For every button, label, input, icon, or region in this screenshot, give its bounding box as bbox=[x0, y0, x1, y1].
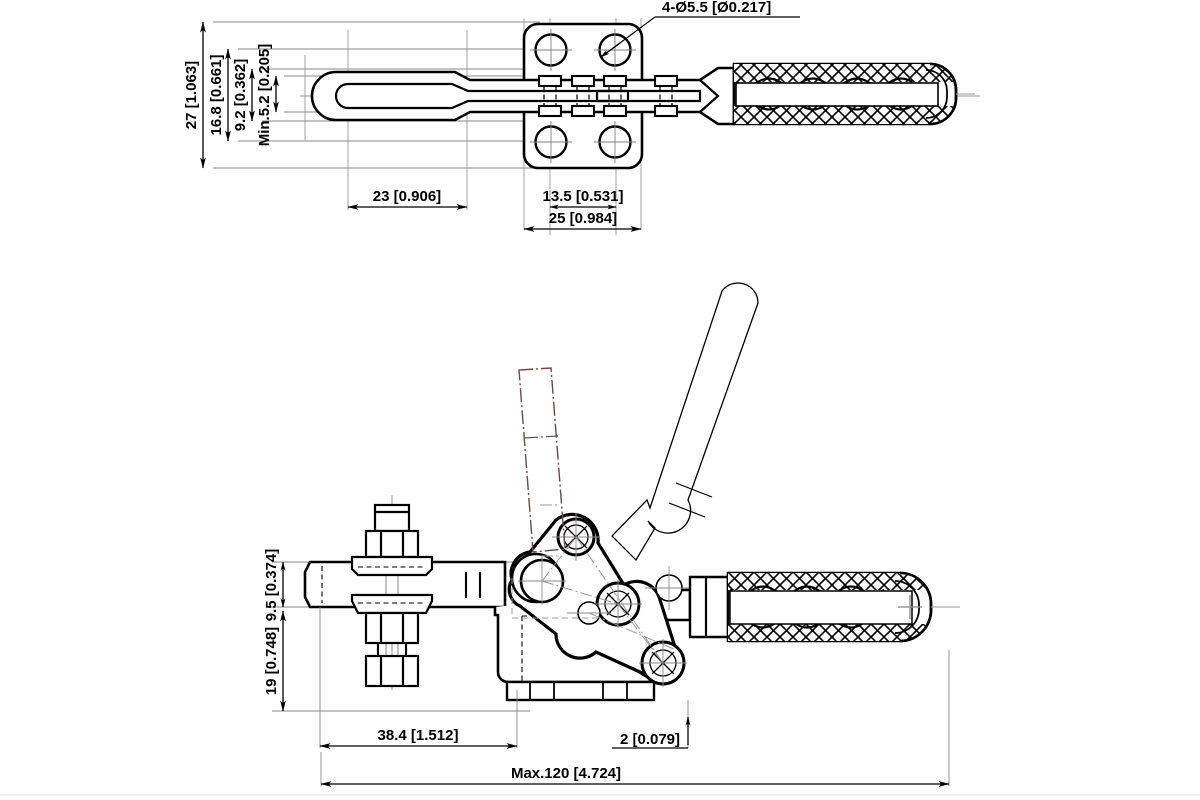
callout-4-holes: 4-Ø5.5 [Ø0.217] bbox=[600, 0, 800, 58]
handle-grip-side bbox=[688, 571, 960, 643]
dimension-23-label: 23 [0.906] bbox=[373, 188, 441, 205]
inner-link-plan bbox=[595, 89, 630, 103]
dimension-2-label: 2 [0.079] bbox=[620, 731, 680, 748]
dimension-max-120: Max.120 [4.724] bbox=[320, 650, 950, 787]
dimension-27: 27 [1.063] bbox=[183, 21, 206, 169]
dimension-38-4-label: 38.4 [1.512] bbox=[378, 727, 459, 744]
handle-open-position bbox=[518, 367, 566, 553]
dimension-2: 2 [0.079] bbox=[612, 700, 691, 749]
dimension-16-8: 16.8 [0.661] bbox=[208, 48, 231, 142]
callout-4-holes-label: 4-Ø5.5 [Ø0.217] bbox=[662, 0, 771, 16]
dimension-16-8-label: 16.8 [0.661] bbox=[208, 55, 225, 136]
dimension-min-5-2: Min.5.2 [0.205] bbox=[256, 44, 279, 147]
dimension-23: 23 [0.906] bbox=[347, 188, 468, 210]
dimension-min-5-2-label: Min.5.2 [0.205] bbox=[256, 44, 273, 147]
dimension-13-5: 13.5 [0.531] bbox=[543, 188, 624, 210]
pin-hidden-lines-plan bbox=[543, 86, 673, 106]
base-plate bbox=[505, 680, 656, 702]
dimension-9-2-label: 9.2 [0.362] bbox=[232, 59, 249, 132]
pivot-pins-plan bbox=[537, 74, 679, 118]
handle-closed-position bbox=[611, 282, 759, 562]
elevation-view: 9.5 [0.374] 19 [0.748] 38.4 [1.512] 2 [0… bbox=[263, 282, 960, 787]
dimension-9-5-label: 9.5 [0.374] bbox=[263, 549, 280, 622]
dimension-max-120-label: Max.120 [4.724] bbox=[511, 765, 621, 782]
linkage-construction-lines bbox=[511, 504, 677, 664]
dimension-27-label: 27 [1.063] bbox=[183, 61, 200, 129]
plan-view: 27 [1.063] 16.8 [0.661] 9.2 [0.362] Min.… bbox=[183, 0, 980, 235]
dimension-13-5-label: 13.5 [0.531] bbox=[543, 188, 624, 205]
dimension-9-5: 9.5 [0.374] bbox=[263, 549, 286, 622]
dimension-19-label: 19 [0.748] bbox=[263, 627, 280, 695]
dimension-9-2: 9.2 [0.362] bbox=[232, 59, 255, 132]
spindle-assembly bbox=[350, 503, 434, 688]
dimension-38-4: 38.4 [1.512] bbox=[319, 607, 518, 749]
dimension-19: 19 [0.748] bbox=[263, 610, 286, 712]
dimension-25-label: 25 [0.984] bbox=[549, 210, 617, 227]
handle-grip-plan bbox=[732, 62, 975, 126]
dimension-25: 25 [0.984] bbox=[523, 210, 642, 232]
